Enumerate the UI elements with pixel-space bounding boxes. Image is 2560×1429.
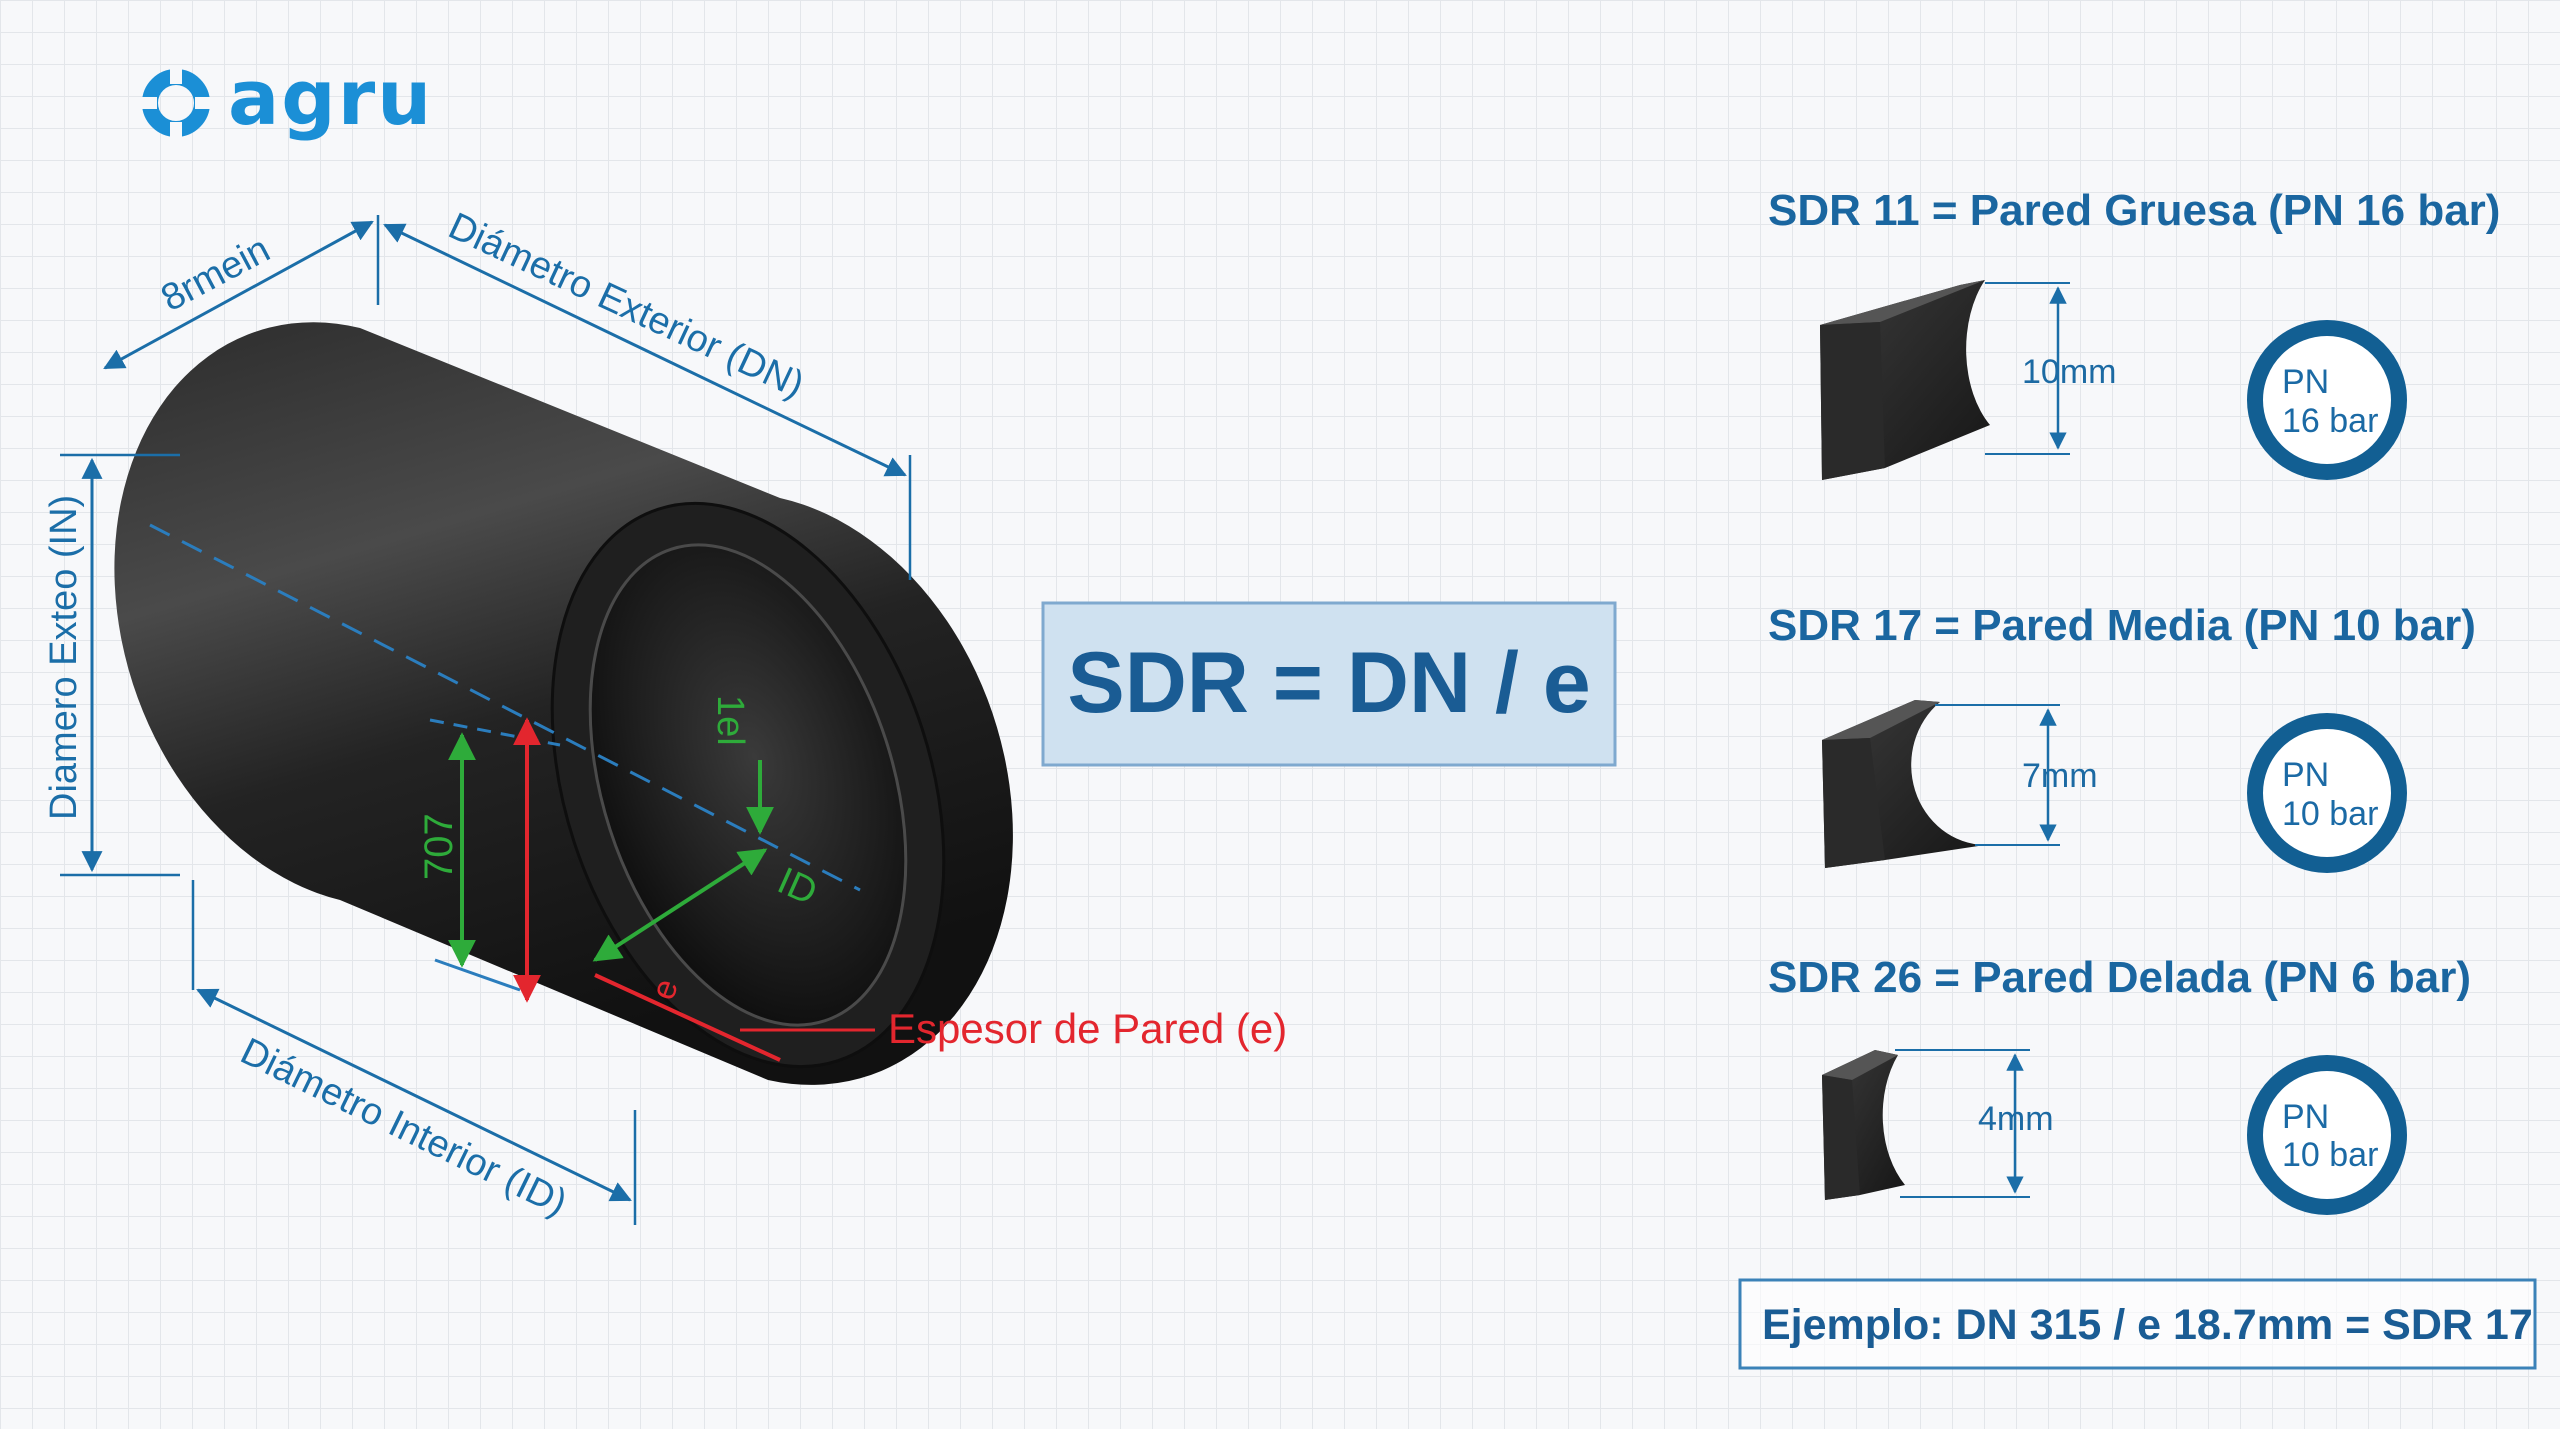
pn-10-badge: PN 10 bar	[2247, 713, 2407, 873]
sdr-17-heading: SDR 17 = Pared Media (PN 10 bar)	[1768, 601, 2476, 650]
sdr-11-heading: SDR 11 = Pared Gruesa (PN 16 bar)	[1768, 186, 2500, 235]
dim-outer-diameter-label: Diámetro Exterior (DN)	[442, 205, 810, 406]
green-top-label: 1el	[709, 695, 751, 746]
pn-16-badge-top: PN	[2282, 363, 2329, 401]
sdr-class-26: SDR 26 = Pared Delada (PN 6 bar) 4mm PN …	[1768, 953, 2471, 1215]
green-vertical-label: 707	[417, 813, 461, 880]
pn-10-badge-bottom: 10 bar	[2282, 795, 2378, 833]
pn-10-badge-2-bottom: 10 bar	[2282, 1136, 2378, 1174]
dim-left-side-label: Diamero Exteo (IN)	[43, 495, 85, 820]
sdr-formula: SDR = DN / e	[1067, 635, 1590, 731]
wall-thickness-label: Espesor de Pared (e)	[888, 1005, 1287, 1052]
agru-logo-text: agru	[228, 53, 433, 142]
pn-16-badge: PN 16 bar	[2247, 320, 2407, 480]
sdr-26-thickness: 4mm	[1978, 1100, 2054, 1138]
dim-inner-diameter-label: Diámetro Interior (ID)	[234, 1030, 573, 1224]
sdr-11-thickness: 10mm	[2022, 353, 2116, 391]
pn-10-badge-2: PN 10 bar	[2247, 1055, 2407, 1215]
agru-logo-mark	[141, 68, 211, 138]
wall-section-thin-icon	[1822, 1050, 1905, 1200]
sdr-26-heading: SDR 26 = Pared Delada (PN 6 bar)	[1768, 953, 2471, 1002]
pipe-centerline	[149, 523, 861, 892]
sdr-formula-box: SDR = DN / e	[1041, 601, 1617, 767]
pipe-illustration	[114, 322, 1013, 1085]
agru-logo: agru	[141, 53, 433, 142]
example-box: Ejemplo: DN 315 / e 18.7mm = SDR 17	[1738, 1278, 2537, 1370]
pn-10-badge-2-top: PN	[2282, 1098, 2329, 1136]
wall-section-medium-icon	[1822, 700, 1985, 868]
pn-10-badge-top: PN	[2282, 756, 2329, 794]
wall-thickness-marker: e Espesor de Pared (e)	[513, 717, 1287, 1062]
example-text: Ejemplo: DN 315 / e 18.7mm = SDR 17	[1762, 1301, 2533, 1349]
wall-section-thick-icon	[1820, 280, 1990, 480]
pn-16-badge-bottom: 16 bar	[2282, 402, 2378, 440]
sdr-17-thickness: 7mm	[2022, 757, 2098, 795]
sdr-class-17: SDR 17 = Pared Media (PN 10 bar) 7mm PN …	[1768, 601, 2476, 873]
dim-left-side: Diamero Exteo (IN)	[43, 453, 180, 877]
sdr-class-11: SDR 11 = Pared Gruesa (PN 16 bar) 10mm P…	[1768, 186, 2500, 480]
